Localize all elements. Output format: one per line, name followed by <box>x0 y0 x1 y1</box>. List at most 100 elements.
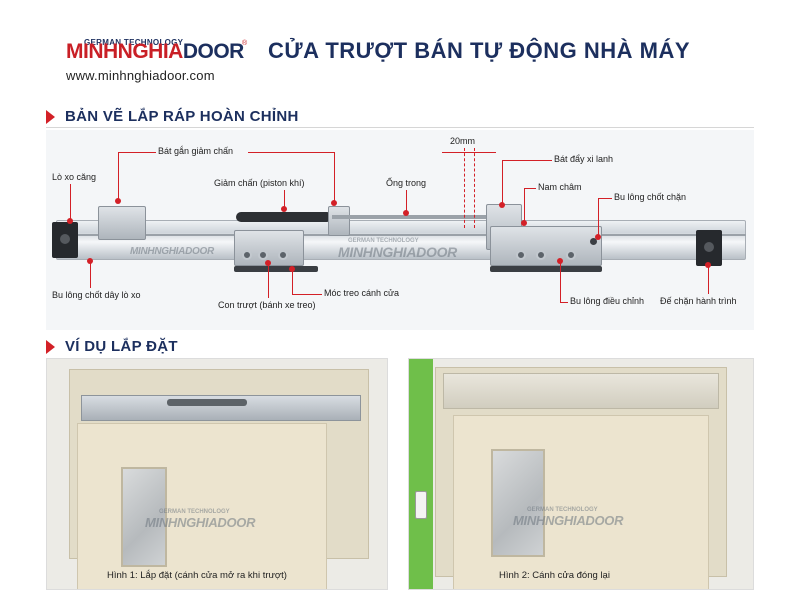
dimension-label: 20mm <box>450 136 476 146</box>
watermark: MINHNGHIADOOR <box>338 244 457 260</box>
green-wall <box>409 359 433 589</box>
watermark-tagline: GERMAN TECHNOLOGY <box>348 238 419 244</box>
marker-dot <box>499 202 505 208</box>
label-adjust-bolt: Bu lông điều chỉnh <box>570 296 645 306</box>
wheel <box>516 250 526 260</box>
leader-line <box>524 188 525 222</box>
stop-bolt <box>590 238 597 245</box>
marker-dot <box>557 258 563 264</box>
wheel <box>278 250 288 260</box>
arrow-icon <box>46 109 55 124</box>
gas-piston <box>167 399 247 406</box>
label-trolley: Con trượt (bánh xe treo) <box>218 300 316 310</box>
brand-tagline: GERMAN TECHNOLOGY <box>84 38 184 47</box>
photo-installation-open: GERMAN TECHNOLOGY MINHNGHIADOOR Hình 1: … <box>46 358 388 590</box>
watermark: MINHNGHIADOOR <box>513 513 624 528</box>
leader-line <box>334 152 335 202</box>
label-magnet: Nam châm <box>538 182 582 192</box>
caption-figure-1: Hình 1: Lắp đặt (cánh cửa mở ra khi trượ… <box>107 570 287 581</box>
arrow-icon <box>46 339 55 354</box>
brand-wordmark: MINHNGHIADOOR <box>66 40 244 64</box>
marker-dot <box>403 210 409 216</box>
marker-dot <box>265 260 271 266</box>
label-spring: Lò xo căng <box>52 172 97 182</box>
label-inner-tube: Ống trong <box>386 178 427 188</box>
assembly-heading: BẢN VẼ LẮP RÁP HOÀN CHỈNH <box>46 108 299 125</box>
door-window <box>121 467 167 567</box>
marker-dot <box>87 258 93 264</box>
leader-line <box>502 160 552 161</box>
leader-line <box>292 268 293 294</box>
leader-line <box>598 198 612 199</box>
brand-logo: GERMAN TECHNOLOGY MINHNGHIADOOR ® www.mi… <box>66 34 256 84</box>
marker-dot <box>705 262 711 268</box>
marker-dot <box>331 200 337 206</box>
inner-tube <box>332 215 502 219</box>
label-spring-bolt: Bu lông chốt dây lò xo <box>52 290 141 300</box>
wheel <box>242 250 252 260</box>
track-cover <box>443 373 719 409</box>
leader-line <box>708 264 709 294</box>
hanger-plate <box>490 266 602 272</box>
website-url[interactable]: www.minhnghiadoor.com <box>66 68 215 83</box>
marker-dot <box>521 220 527 226</box>
brand-door: DOOR <box>182 40 245 63</box>
watermark: MINHNGHIADOOR <box>145 515 256 530</box>
wheel <box>566 250 576 260</box>
leader-line <box>118 152 156 153</box>
marker-dot <box>281 206 287 212</box>
leader-line <box>248 152 334 153</box>
divider <box>46 127 754 128</box>
example-heading-text: VÍ DỤ LẮP ĐẶT <box>65 338 178 355</box>
leader-line <box>406 190 407 212</box>
hanger-plate <box>234 266 318 272</box>
leader-line <box>118 152 119 200</box>
marker-dot <box>67 218 73 224</box>
leader-line <box>70 184 71 220</box>
brand-name: INHNGHIA <box>83 40 183 63</box>
label-travel-stop: Đế chặn hành trình <box>660 296 737 306</box>
leader-line <box>284 190 285 210</box>
photo-door-closed: GERMAN TECHNOLOGY MINHNGHIADOOR Hình 2: … <box>408 358 754 590</box>
left-endcap <box>52 222 78 258</box>
label-damper-bracket: Bát gắn giảm chấn <box>158 146 234 156</box>
brand-m: M <box>66 40 84 63</box>
stop-block <box>696 230 722 266</box>
label-door-hook: Móc treo cánh cửa <box>324 288 400 298</box>
marker-dot <box>115 198 121 204</box>
dimension-arrow <box>442 152 496 153</box>
dimension-line <box>464 148 465 228</box>
wheel <box>258 250 268 260</box>
label-gas-damper: Giảm chấn (piston khí) <box>214 178 305 188</box>
dimension-line <box>474 148 475 228</box>
label-stop-bolt: Bu lông chốt chặn <box>614 192 687 202</box>
damper-bracket <box>98 206 146 240</box>
track-rail <box>56 220 746 260</box>
assembly-heading-text: BẢN VẼ LẮP RÁP HOÀN CHỈNH <box>65 108 299 125</box>
leader-line <box>560 302 568 303</box>
leader-line <box>292 294 322 295</box>
door-window <box>491 449 545 557</box>
watermark-small: MINHNGHIADOOR <box>130 246 214 257</box>
registered-mark: ® <box>242 40 248 47</box>
piston-mount <box>328 206 350 236</box>
leader-line <box>502 160 503 204</box>
label-cylinder-bracket: Bát đẩy xi lanh <box>554 154 614 164</box>
gas-piston <box>236 212 332 222</box>
leader-line <box>268 262 269 298</box>
leader-line <box>524 188 536 189</box>
example-heading: VÍ DỤ LẮP ĐẶT <box>46 338 178 355</box>
control-switch-icon <box>415 491 427 519</box>
trolley-right <box>490 226 602 266</box>
page-title: CỬA TRƯỢT BÁN TỰ ĐỘNG NHÀ MÁY <box>268 38 691 63</box>
watermark-tagline: GERMAN TECHNOLOGY <box>159 509 230 515</box>
door-leaf <box>77 423 327 589</box>
wheel <box>536 250 546 260</box>
leader-line <box>598 198 599 236</box>
rail-groove <box>56 234 746 236</box>
caption-figure-2: Hình 2: Cánh cửa đóng lại <box>499 570 610 581</box>
leader-line <box>90 260 91 288</box>
assembly-diagram: GERMAN TECHNOLOGY MINHNGHIADOOR MINHNGHI… <box>46 130 754 330</box>
watermark-tagline: GERMAN TECHNOLOGY <box>527 507 598 513</box>
marker-dot <box>289 266 295 272</box>
